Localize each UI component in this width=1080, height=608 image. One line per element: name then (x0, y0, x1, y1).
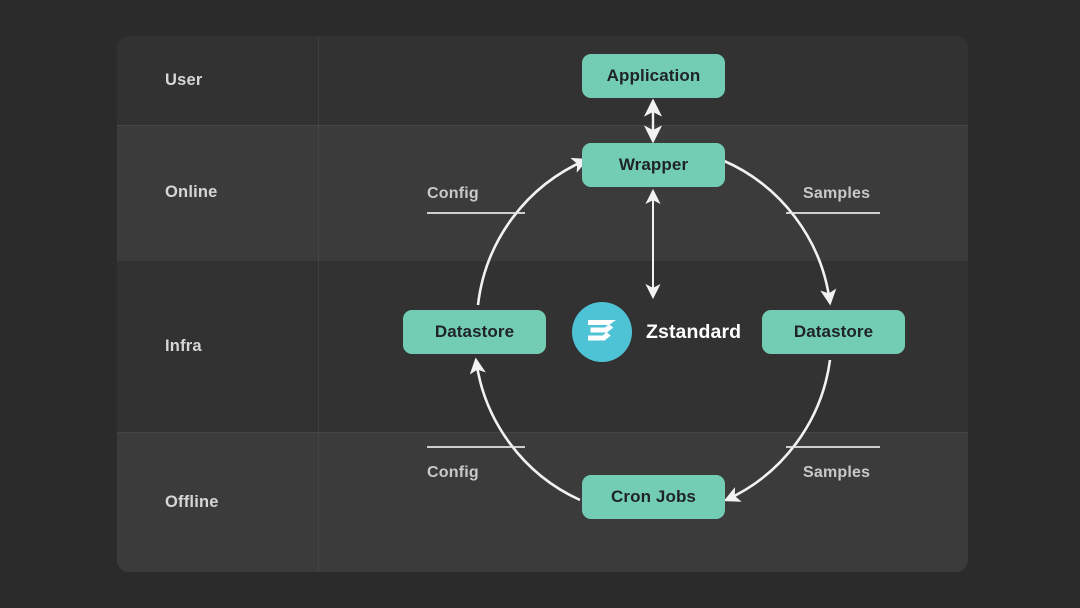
node-cron-jobs[interactable]: Cron Jobs (582, 475, 725, 519)
layer-row-label-infra: Infra (165, 336, 202, 355)
layer-row-user: User (117, 36, 968, 125)
layer-panel: User Online Infra Offline (117, 36, 968, 572)
node-cron-jobs-label: Cron Jobs (611, 487, 696, 506)
layer-row-label-cell-online: Online (117, 125, 319, 260)
row-divider-1 (117, 125, 968, 126)
layer-row-offline: Offline (117, 432, 968, 572)
layer-row-label-offline: Offline (165, 492, 219, 511)
edge-label-config-offline-text: Config (427, 464, 479, 481)
edge-label-samples-online-text: Samples (803, 185, 871, 202)
layer-row-label-online: Online (165, 183, 218, 201)
row-divider-3 (117, 432, 968, 433)
node-datastore-right[interactable]: Datastore (762, 310, 905, 354)
node-wrapper[interactable]: Wrapper (582, 143, 725, 187)
edge-label-config-online-text: Config (427, 185, 479, 202)
node-application-label: Application (606, 66, 701, 85)
edge-label-samples-offline: Samples (803, 464, 870, 482)
zstandard-brand-label: Zstandard (646, 320, 742, 343)
zstandard-brand: Zstandard (572, 302, 741, 362)
node-datastore-left[interactable]: Datastore (403, 310, 546, 354)
edge-label-config-offline: Config (427, 464, 479, 482)
layer-row-label-cell-offline: Offline (117, 432, 319, 572)
edge-label-samples-online: Samples (803, 185, 870, 203)
layer-row-label-cell-user: User (117, 36, 319, 125)
node-datastore-left-label: Datastore (434, 322, 515, 341)
layer-row-label-user: User (165, 71, 203, 89)
layer-row-label-cell-infra: Infra (117, 260, 319, 432)
node-application[interactable]: Application (582, 54, 725, 98)
node-wrapper-label: Wrapper (618, 155, 689, 174)
node-datastore-right-label: Datastore (793, 322, 874, 341)
zstandard-logo-icon (572, 302, 632, 362)
edge-label-samples-offline-text: Samples (803, 464, 871, 481)
row-divider-2 (117, 260, 968, 261)
edge-label-config-online: Config (427, 185, 479, 203)
